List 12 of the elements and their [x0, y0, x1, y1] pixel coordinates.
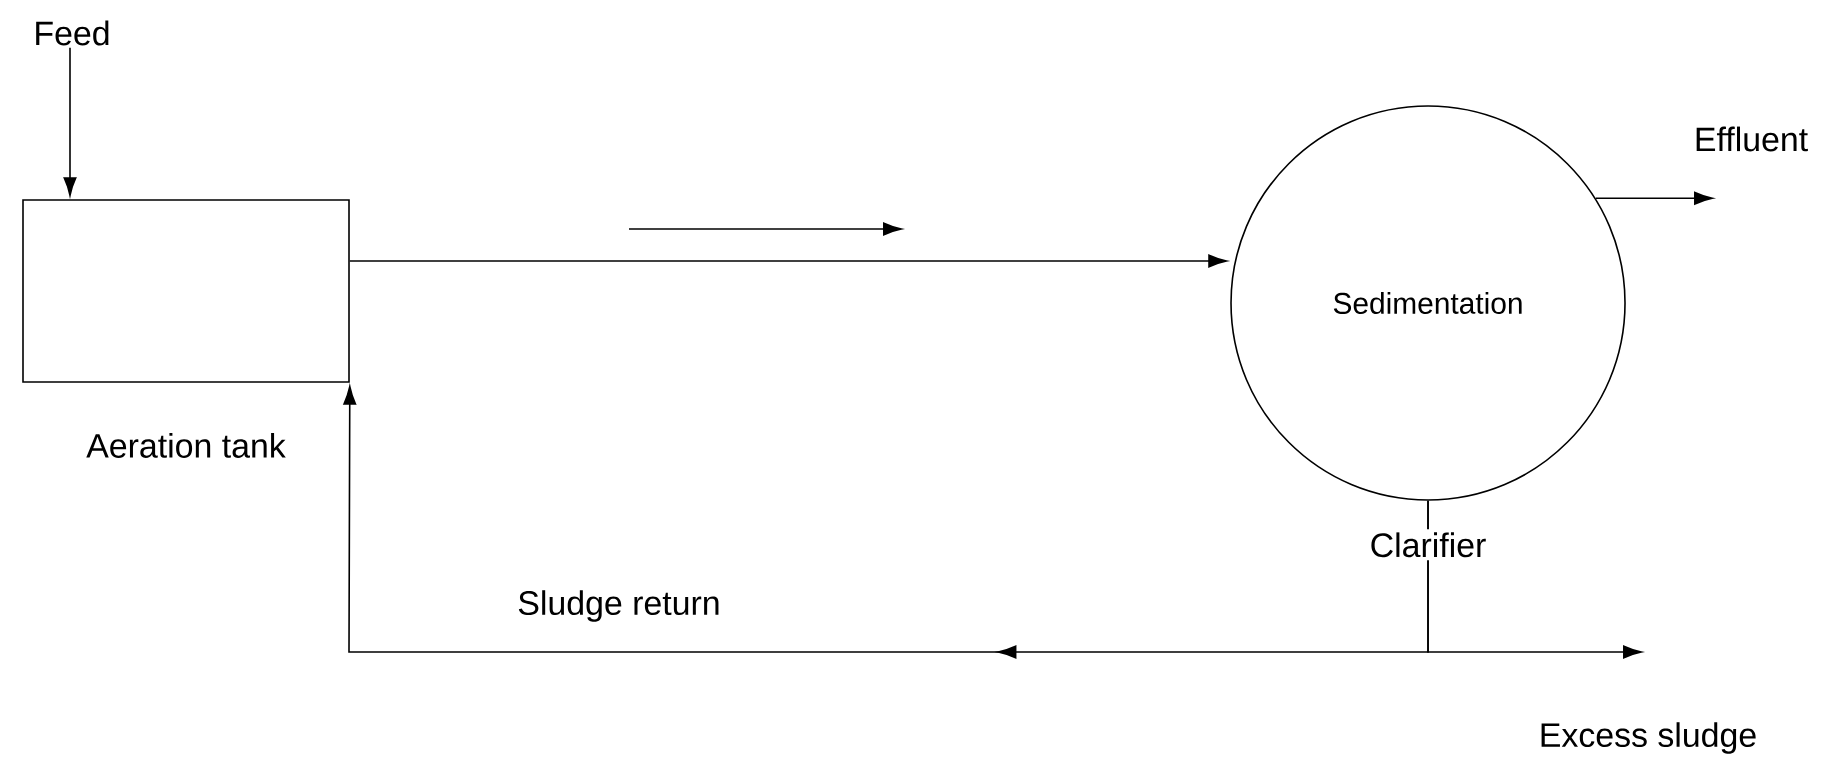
flow-label: Excess sludge — [1541, 722, 1756, 754]
node-label: Aeration tank — [86, 433, 286, 458]
arrow — [63, 46, 77, 197]
arrow — [349, 254, 1228, 268]
flow-label: Feed — [36, 20, 109, 46]
flow-label: Effluent — [1696, 126, 1808, 152]
tank-box: Aeration tank — [22, 199, 350, 458]
arrow — [1427, 500, 1642, 659]
edge-label: Sludge return — [515, 588, 723, 624]
node-caption: Clarifier — [1366, 529, 1490, 561]
arrow — [1594, 191, 1713, 205]
arrow — [343, 385, 1429, 659]
